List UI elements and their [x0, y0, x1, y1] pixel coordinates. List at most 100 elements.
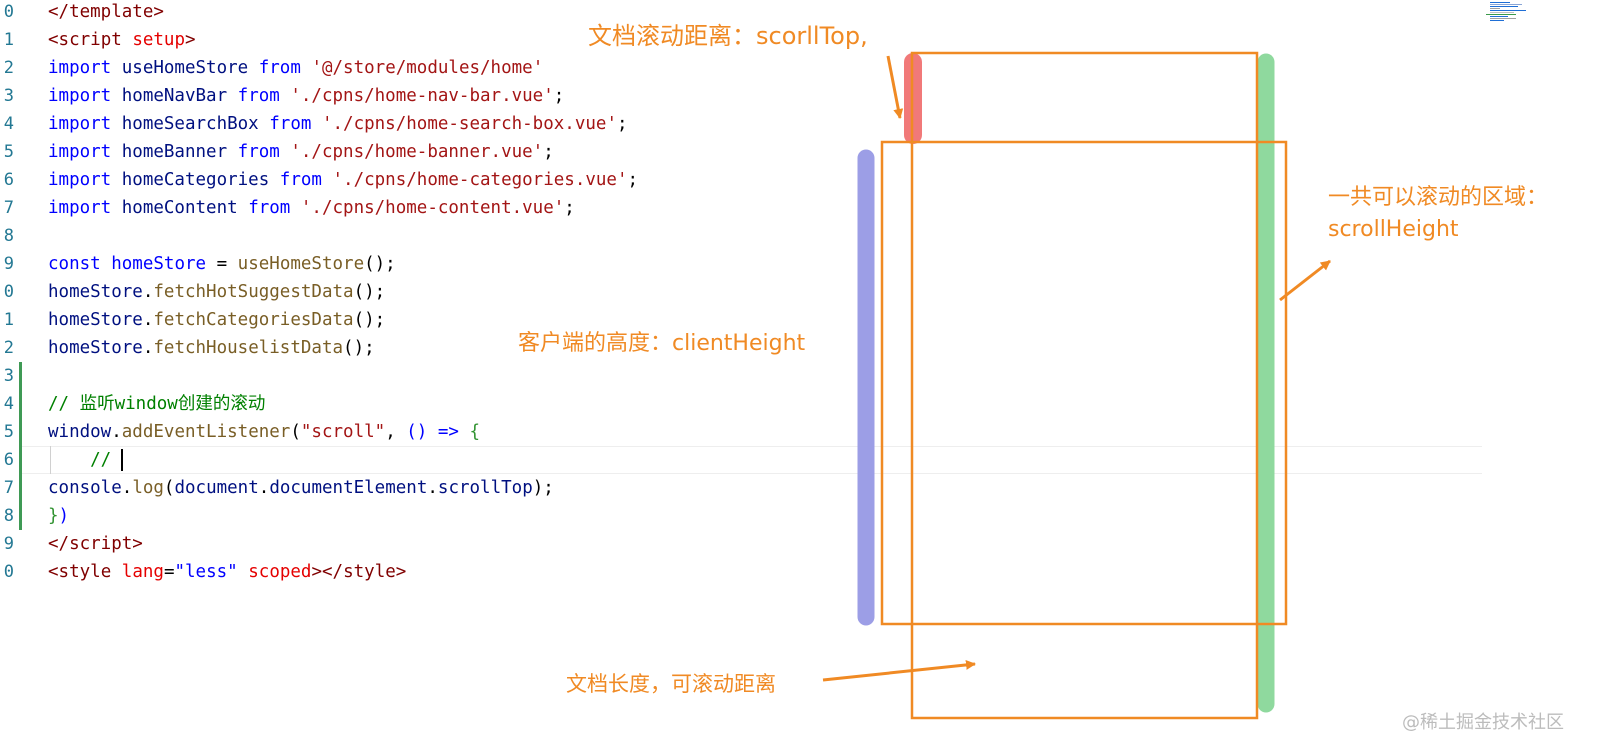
document-length-annotation: 文档长度，可滚动距离 [566, 672, 776, 696]
line-number: 5 [3, 142, 14, 162]
code-token: homeStore [48, 310, 143, 330]
code-line[interactable]: import homeBanner from './cpns/home-bann… [48, 138, 554, 166]
code-line[interactable]: homeStore.fetchHotSuggestData(); [48, 278, 385, 306]
code-line[interactable]: <style lang="less" scoped></style> [48, 558, 406, 586]
code-token: import [48, 114, 112, 134]
code-token: { [469, 422, 481, 442]
code-token: scrollTop [437, 478, 533, 498]
code-token: '@/store/modules/home' [311, 58, 544, 78]
code-line[interactable]: homeStore.fetchCategoriesData(); [48, 306, 385, 334]
code-line[interactable]: </template> [48, 0, 164, 26]
minimap-line [1486, 14, 1516, 15]
code-token: ; [543, 142, 554, 162]
line-number: 8 [3, 226, 14, 246]
line-number: 1 [3, 310, 14, 330]
code-token: (); [364, 254, 396, 274]
code-line[interactable]: import homeNavBar from './cpns/home-nav-… [48, 82, 564, 110]
code-token: from [279, 170, 322, 190]
code-line[interactable]: console.log(document.documentElement.scr… [48, 474, 554, 502]
minimap[interactable] [1486, 2, 1538, 24]
document-length-arrow [822, 659, 976, 682]
code-token: style [58, 562, 112, 582]
code-token: homeBanner [111, 142, 238, 162]
code-token: lang [121, 562, 164, 582]
code-token: ) [58, 506, 70, 526]
code-token: homeStore [48, 338, 143, 358]
code-token: ( [290, 422, 301, 442]
watermark: @稀土掘金技术社区 [1402, 712, 1564, 733]
code-line[interactable]: const homeStore = useHomeStore(); [48, 250, 396, 278]
line-number: 5 [3, 422, 14, 442]
code-line[interactable]: import homeCategories from './cpns/home-… [48, 166, 638, 194]
code-token: . [121, 478, 133, 498]
line-number: 4 [3, 394, 14, 414]
code-token: (); [353, 310, 386, 330]
code-token: > [153, 2, 164, 22]
code-token: homeNavBar [111, 86, 238, 106]
code-token: "less" [174, 562, 238, 582]
code-line[interactable]: <script setup> [48, 26, 196, 54]
line-number: 0 [3, 282, 14, 302]
code-token: addEventListener [121, 422, 291, 442]
code-token: ; [627, 170, 639, 190]
code-token: . [142, 282, 154, 302]
code-line[interactable]: }) [48, 502, 69, 530]
minimap-line [1490, 12, 1514, 13]
code-token: homeStore [111, 254, 207, 274]
code-line[interactable]: import useHomeStore from '@/store/module… [48, 54, 543, 82]
line-number: 8 [3, 506, 14, 526]
code-token: "scroll" [300, 422, 386, 442]
code-line[interactable]: // 监听window创建的滚动 [48, 390, 265, 418]
code-token: './cpns/home-content.vue' [300, 198, 565, 218]
code-token: import [48, 198, 112, 218]
code-token: import [48, 170, 112, 190]
code-token: ; [616, 114, 628, 134]
minimap-line [1490, 20, 1504, 21]
code-token: </ [322, 562, 344, 582]
code-token: setup [132, 30, 185, 50]
minimap-line [1490, 8, 1500, 9]
scroll-height-annotation: 一共可以滚动的区域： scrollHeight [1328, 182, 1548, 246]
code-line[interactable]: // [48, 446, 124, 474]
code-token: </ [48, 534, 70, 554]
code-line[interactable]: import homeSearchBox from './cpns/home-s… [48, 110, 628, 138]
code-token: homeSearchBox [111, 114, 270, 134]
code-token: from [248, 198, 291, 218]
code-token: // 监听window创建的滚动 [48, 394, 266, 414]
code-token: ; [564, 198, 575, 218]
indent-guide [50, 446, 51, 474]
code-token: console [48, 478, 122, 498]
code-token: import [48, 142, 112, 162]
git-change-indicator [19, 362, 22, 530]
code-token: ); [532, 478, 554, 498]
line-number: 3 [3, 366, 14, 386]
code-token: template [69, 2, 154, 22]
code-token: window [48, 422, 112, 442]
line-number: 2 [3, 58, 14, 78]
code-token: fetchHouselistData [153, 338, 344, 358]
code-token: './cpns/home-search-box.vue' [321, 114, 617, 134]
code-line[interactable]: window.addEventListener("scroll", () => … [48, 418, 480, 446]
code-line[interactable]: homeStore.fetchHouselistData(); [48, 334, 375, 362]
minimap-line [1490, 16, 1508, 17]
line-number: 6 [3, 170, 14, 190]
code-token: . [258, 478, 270, 498]
minimap-line [1490, 4, 1522, 5]
code-line[interactable]: import homeContent from './cpns/home-con… [48, 194, 575, 222]
minimap-line [1490, 10, 1526, 11]
scroll-height-annotation-line1: 一共可以滚动的区域： [1328, 185, 1549, 210]
code-token: > [311, 562, 323, 582]
code-line[interactable]: </script> [48, 530, 143, 558]
code-token: = [163, 562, 175, 582]
code-token: from [269, 114, 312, 134]
code-token: useHomeStore [111, 58, 259, 78]
code-token: from [237, 142, 280, 162]
code-token: . [111, 422, 122, 442]
line-number: 9 [3, 254, 14, 274]
code-token: fetchCategoriesData [153, 310, 354, 330]
code-token: fetchHotSuggestData [153, 282, 354, 302]
code-token: > [395, 562, 407, 582]
